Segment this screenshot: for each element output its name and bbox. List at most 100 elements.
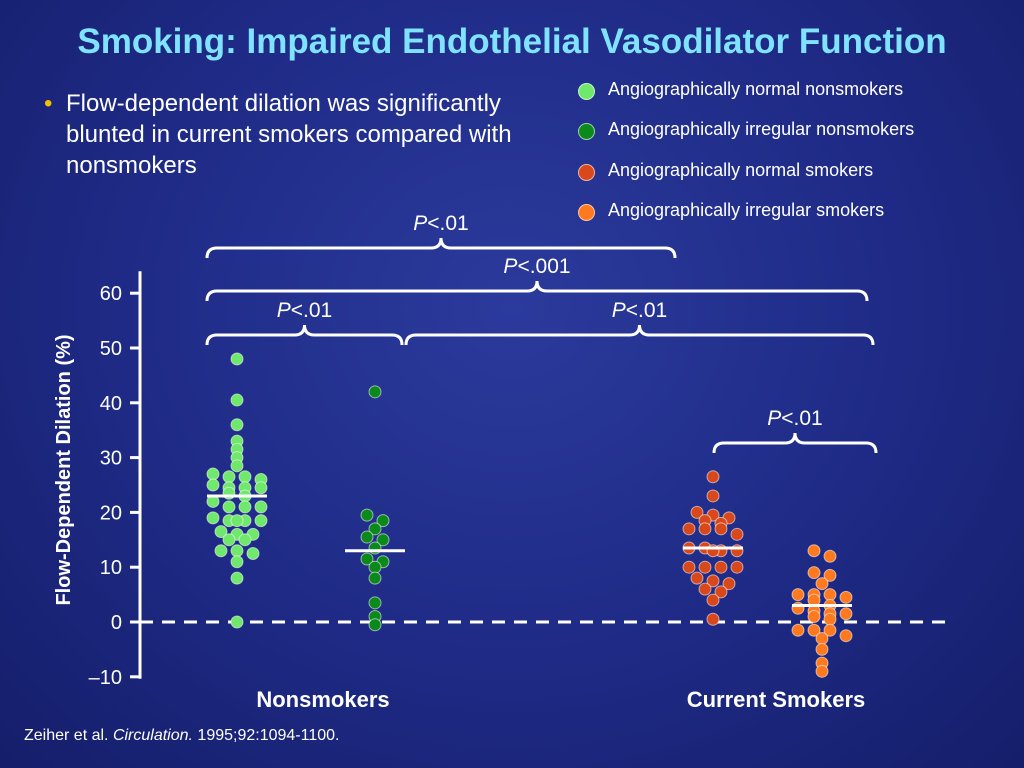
data-point — [238, 533, 252, 547]
data-point — [368, 385, 382, 399]
p-value: <.01 — [781, 407, 822, 430]
data-point — [730, 560, 744, 574]
legend-label: Angiographically normal smokers — [608, 160, 874, 180]
data-point — [206, 478, 220, 492]
data-point — [376, 533, 390, 547]
data-point — [823, 588, 837, 602]
legend-marker-icon — [578, 164, 595, 181]
data-point — [682, 522, 696, 536]
data-point — [368, 596, 382, 610]
bullet-text: Flow-dependent dilation was significantl… — [66, 90, 512, 179]
data-point — [730, 527, 744, 541]
data-point — [807, 610, 821, 624]
p-value-label: P<.01 — [277, 299, 332, 322]
data-point — [690, 505, 704, 519]
data-point — [230, 571, 244, 585]
data-point — [230, 352, 244, 366]
data-point — [368, 522, 382, 536]
data-point — [815, 664, 829, 678]
data-point — [230, 459, 244, 473]
data-point — [206, 511, 220, 525]
data-point — [230, 514, 244, 528]
data-point — [698, 522, 712, 536]
data-point — [238, 470, 252, 484]
data-point — [230, 544, 244, 558]
y-tick-label: 50 — [100, 338, 122, 360]
data-point — [230, 615, 244, 629]
data-point — [360, 508, 374, 522]
p-value-label: P<.01 — [767, 407, 822, 430]
data-point — [682, 560, 696, 574]
data-point — [214, 544, 228, 558]
significance-bracket — [205, 280, 869, 302]
data-point — [222, 533, 236, 547]
data-point — [214, 525, 228, 539]
data-point — [706, 574, 720, 588]
data-point — [714, 560, 728, 574]
citation-journal: Circulation. — [112, 727, 193, 744]
group-label-nonsmokers: Nonsmokers — [256, 687, 389, 712]
data-point — [706, 593, 720, 607]
data-point — [238, 500, 252, 514]
p-symbol: P — [413, 212, 427, 235]
data-point — [714, 522, 728, 536]
data-point — [246, 547, 260, 560]
y-tick-label: 30 — [100, 448, 122, 470]
y-tick-label: 0 — [111, 612, 122, 634]
citation-authors: Zeiher et al. — [24, 727, 109, 744]
legend-marker-icon — [578, 123, 595, 140]
data-points — [206, 352, 853, 678]
data-point — [360, 530, 374, 544]
citation-ref: 1995;92:1094-1100. — [197, 727, 340, 744]
data-point — [360, 552, 374, 566]
data-point — [254, 481, 268, 495]
y-tick-label: 40 — [100, 393, 122, 415]
p-symbol: P — [612, 299, 626, 322]
data-point — [839, 590, 853, 604]
p-value: <.01 — [291, 299, 332, 322]
data-point — [230, 393, 244, 407]
y-tick-label: –10 — [89, 667, 122, 689]
p-symbol: P — [503, 255, 517, 278]
significance-bracket — [205, 324, 404, 346]
data-point — [714, 585, 728, 599]
data-point — [791, 623, 805, 637]
data-point — [230, 418, 244, 432]
p-value: <.01 — [427, 212, 468, 235]
data-point — [839, 629, 853, 643]
data-point — [839, 607, 853, 621]
data-point — [807, 544, 821, 558]
data-point — [815, 631, 829, 645]
p-value: <.001 — [517, 255, 570, 278]
data-point — [368, 560, 382, 574]
y-tick-label: 10 — [100, 557, 122, 579]
data-point — [706, 489, 720, 503]
data-point — [823, 612, 837, 626]
p-value: <.01 — [626, 299, 667, 322]
bullet-point: • Flow-dependent dilation was significan… — [44, 88, 544, 181]
data-point — [690, 571, 704, 585]
data-point — [807, 623, 821, 637]
p-value-label: P<.01 — [612, 299, 667, 322]
data-point — [376, 514, 390, 528]
mean-lines — [207, 494, 852, 608]
legend-label: Angiographically normal nonsmokers — [608, 79, 904, 99]
data-point — [706, 612, 720, 626]
y-tick-label: 20 — [100, 502, 122, 524]
legend-label: Angiographically irregular smokers — [608, 200, 885, 220]
data-point — [368, 618, 382, 632]
legend-marker-icon — [578, 83, 595, 100]
bullet-dot-icon: • — [44, 90, 53, 117]
data-point — [698, 560, 712, 574]
data-point — [368, 571, 382, 585]
data-point — [815, 642, 829, 656]
citation: Zeiher et al. Circulation. 1995;92:1094-… — [24, 727, 339, 745]
p-value-label: P<.01 — [413, 212, 468, 235]
data-point — [791, 588, 805, 602]
y-tick-label: 60 — [100, 283, 122, 305]
data-point — [706, 470, 720, 484]
data-point — [230, 555, 244, 569]
p-symbol: P — [767, 407, 781, 430]
